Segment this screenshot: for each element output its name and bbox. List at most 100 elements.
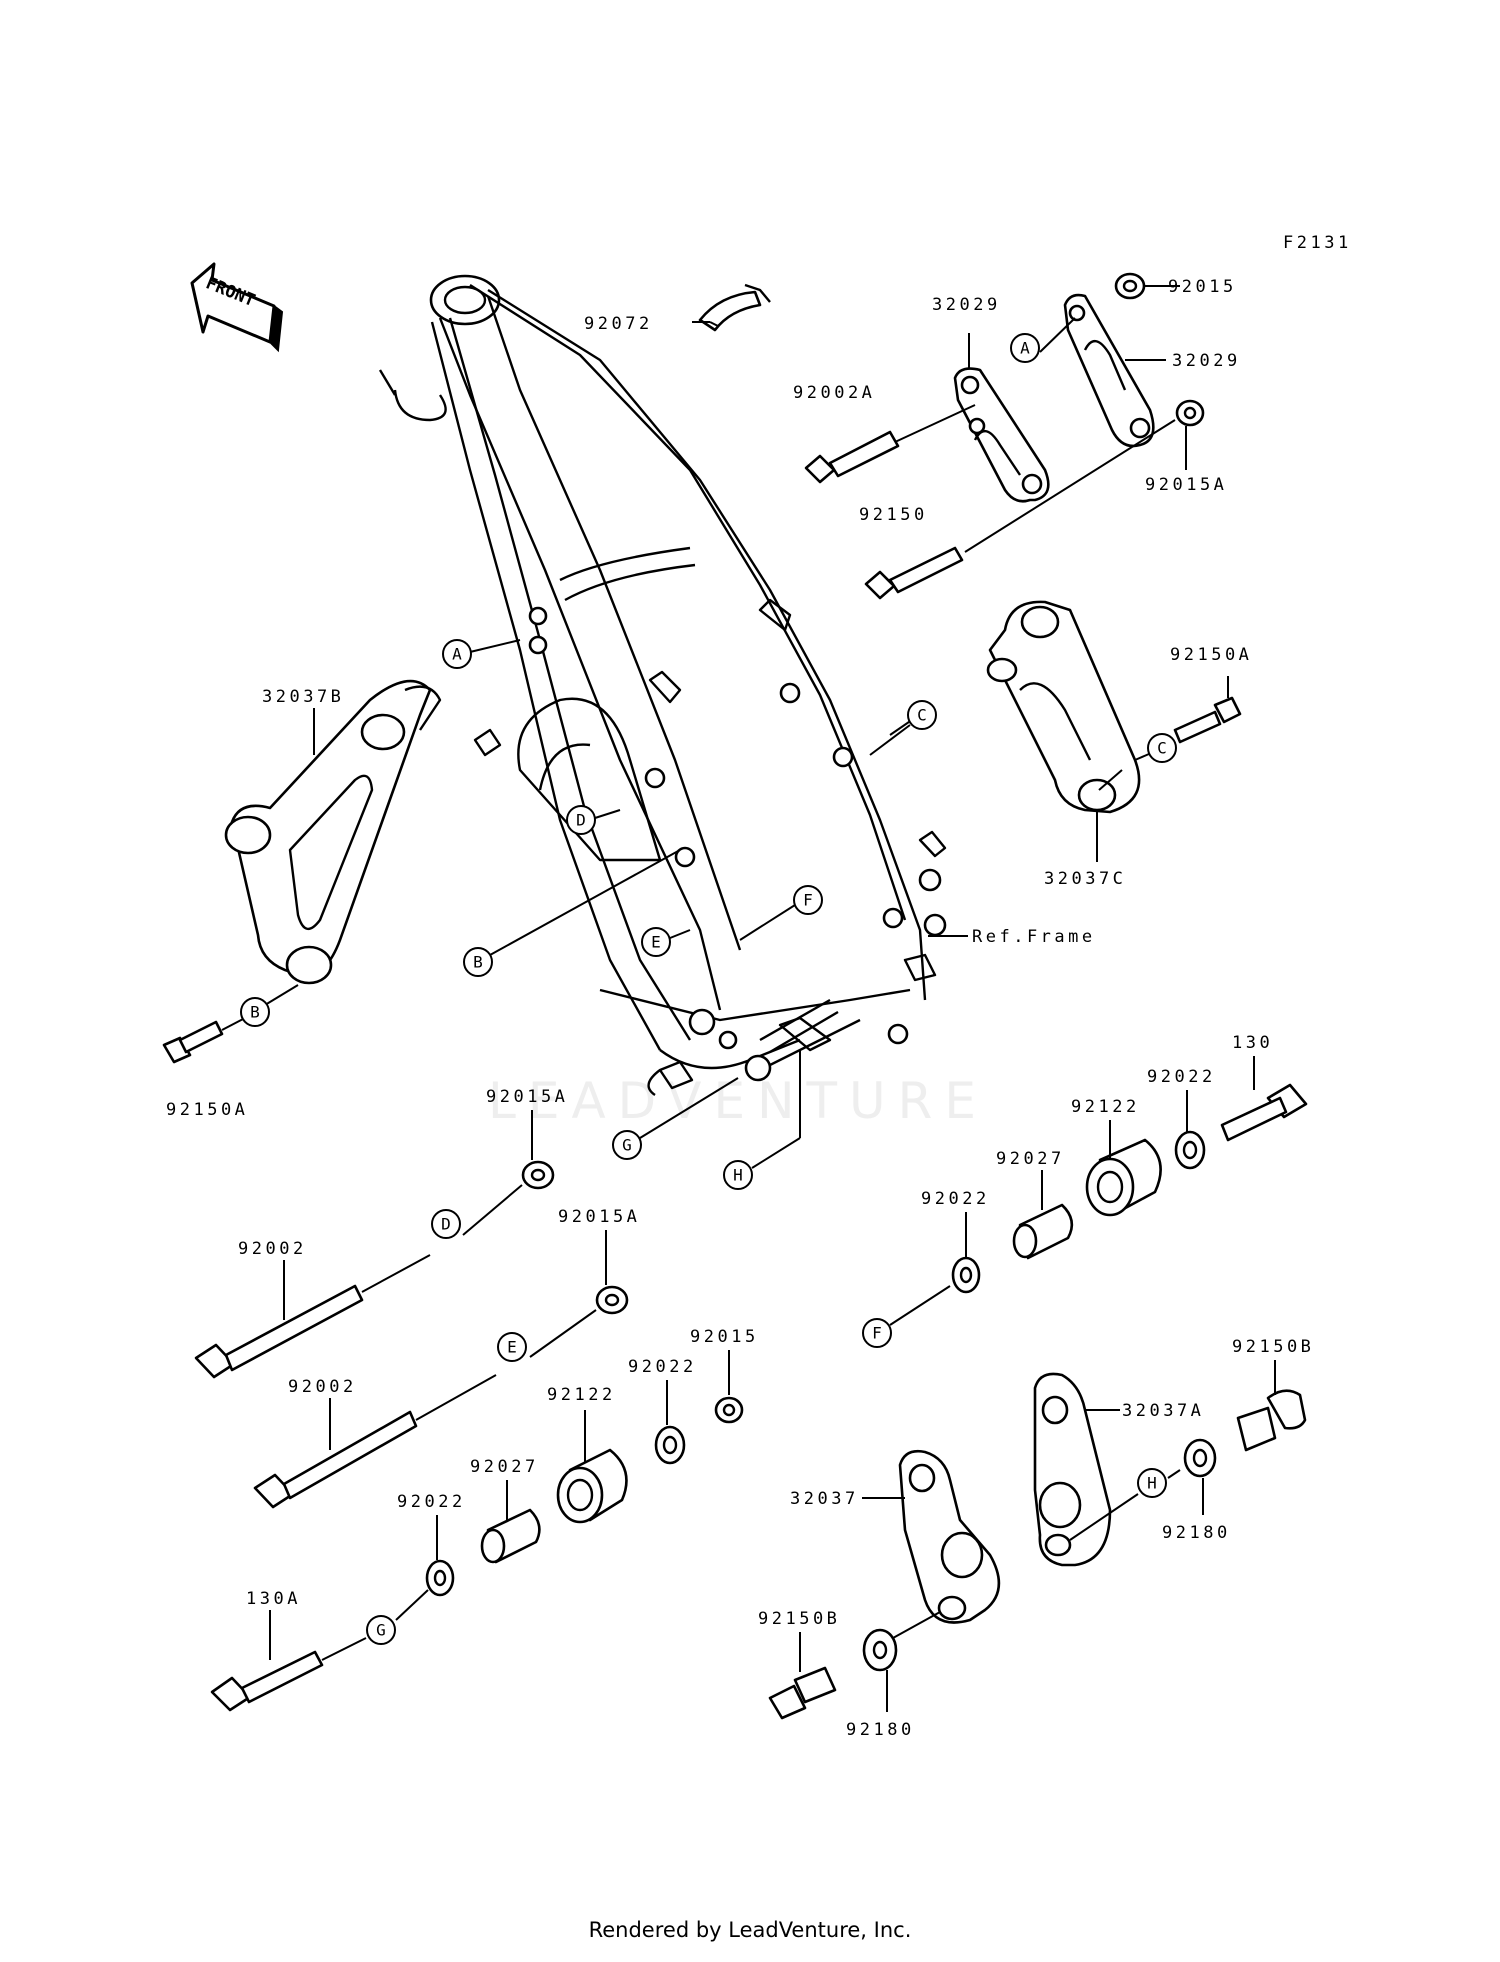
- svg-text:F: F: [872, 1324, 882, 1343]
- label-92022-right: 92022: [1147, 1067, 1216, 1087]
- label-92015-top: 92015: [1168, 277, 1237, 297]
- svg-text:B: B: [250, 1003, 260, 1022]
- label-92015A-top: 92015A: [1145, 475, 1227, 495]
- label-92015A-mid: 92015A: [486, 1087, 568, 1107]
- label-32037B: 32037B: [262, 687, 344, 707]
- bolt-92002-upper: [194, 1284, 364, 1379]
- nut-92015-mid: [714, 1396, 744, 1424]
- bolt-92150A-right: [1173, 696, 1242, 744]
- label-92072: 92072: [584, 314, 653, 334]
- bolt-92002-lower: [253, 1410, 418, 1509]
- bolt-92150B-low: [768, 1666, 837, 1720]
- footer-credit: Rendered by LeadVenture, Inc.: [589, 1918, 912, 1942]
- label-92150B-right: 92150B: [1232, 1337, 1314, 1357]
- washer-92022-mid: [654, 1425, 686, 1465]
- bushing-92122-mid: [556, 1448, 628, 1524]
- nut-92015-top: [1114, 272, 1146, 300]
- svg-text:G: G: [376, 1621, 386, 1640]
- nut-92015A-top: [1175, 399, 1205, 427]
- svg-text:H: H: [733, 1166, 743, 1185]
- bracket-32037B: [224, 679, 442, 985]
- bolt-92150-top: [864, 546, 964, 600]
- label-92180-low: 92180: [846, 1720, 915, 1740]
- collar-92027-mid: [480, 1508, 541, 1564]
- ref-circle-b2: B: [240, 997, 270, 1027]
- washer-92022-right: [1174, 1130, 1206, 1170]
- label-32037: 32037: [790, 1489, 859, 1509]
- ref-circle-g2: G: [366, 1615, 396, 1645]
- svg-text:B: B: [473, 953, 483, 972]
- bolt-92150B-right: [1236, 1389, 1307, 1452]
- bolt-130: [1220, 1083, 1308, 1142]
- ref-circle-h2: H: [1137, 1468, 1167, 1498]
- bracket-32029-right: [1063, 293, 1155, 448]
- ref-circle-d2: D: [431, 1209, 461, 1239]
- label-130: 130: [1232, 1033, 1273, 1053]
- bracket-32029-left: [953, 367, 1050, 503]
- label-92027-right: 92027: [996, 1149, 1065, 1169]
- label-32037C: 32037C: [1044, 869, 1126, 889]
- washer-92022-right-low: [951, 1256, 981, 1294]
- ref-circle-f2: F: [862, 1318, 892, 1348]
- svg-text:A: A: [452, 645, 462, 664]
- svg-text:A: A: [1020, 339, 1030, 358]
- diagram-code: F2131: [1283, 233, 1352, 253]
- label-92015A-lower: 92015A: [558, 1207, 640, 1227]
- ref-circle-c2: C: [1147, 733, 1177, 763]
- label-92150A-right: 92150A: [1170, 645, 1252, 665]
- ref-circle-c1: C: [907, 700, 937, 730]
- bolt-92002A: [804, 430, 900, 484]
- ref-circle-d1: D: [566, 805, 596, 835]
- washer-92022-low: [425, 1559, 455, 1597]
- label-32037A: 32037A: [1122, 1401, 1204, 1421]
- label-92180-right: 92180: [1162, 1523, 1231, 1543]
- svg-text:G: G: [622, 1136, 632, 1155]
- ref-circle-a1: A: [442, 639, 472, 669]
- svg-text:D: D: [576, 811, 586, 830]
- ref-circle-b1: B: [463, 947, 493, 977]
- ref-circle-e1: E: [641, 927, 671, 957]
- label-92022-right-low: 92022: [921, 1189, 990, 1209]
- label-92002-lower: 92002: [288, 1377, 357, 1397]
- label-130A: 130A: [246, 1589, 301, 1609]
- label-92002A: 92002A: [793, 383, 875, 403]
- steering-head: [429, 274, 501, 326]
- frame-drawing: [378, 274, 947, 1096]
- nut-92015A-lower: [595, 1285, 629, 1315]
- label-ref-frame: Ref.Frame: [972, 927, 1096, 947]
- bolt-92150A-left: [162, 1020, 224, 1064]
- front-arrow-icon: FRONT: [190, 262, 284, 353]
- label-92015-mid: 92015: [690, 1327, 759, 1347]
- svg-text:C: C: [917, 706, 927, 725]
- ref-circle-f1: F: [793, 885, 823, 915]
- collar-92027-right: [1012, 1203, 1074, 1260]
- ref-circle-g1: G: [612, 1130, 642, 1160]
- ref-circle-h1: H: [723, 1160, 753, 1190]
- clamp-92072: [692, 283, 771, 332]
- svg-text:H: H: [1147, 1474, 1157, 1493]
- bracket-32037A: [1033, 1372, 1112, 1567]
- label-92027-mid: 92027: [470, 1457, 539, 1477]
- label-92022-low: 92022: [397, 1492, 466, 1512]
- label-92150B-low: 92150B: [758, 1609, 840, 1629]
- svg-text:F: F: [803, 891, 813, 910]
- bracket-32037C: [986, 600, 1141, 814]
- bolt-130A: [210, 1650, 324, 1712]
- svg-text:E: E: [651, 933, 661, 952]
- label-92150A-left: 92150A: [166, 1100, 248, 1120]
- svg-text:E: E: [507, 1338, 517, 1357]
- ref-circle-e2: E: [497, 1332, 527, 1362]
- bushing-92122-right: [1085, 1138, 1162, 1217]
- label-92122-mid: 92122: [547, 1385, 616, 1405]
- label-92022-mid: 92022: [628, 1357, 697, 1377]
- svg-text:D: D: [441, 1215, 451, 1234]
- nut-92015A-mid: [521, 1160, 555, 1190]
- bracket-32037: [898, 1450, 1001, 1624]
- label-32029-left: 32029: [932, 295, 1001, 315]
- label-32029-right: 32029: [1172, 351, 1241, 371]
- ref-circle-a2: A: [1010, 333, 1040, 363]
- label-92002-upper: 92002: [238, 1239, 307, 1259]
- label-92150-top: 92150: [859, 505, 928, 525]
- washer-92180-right: [1183, 1438, 1217, 1478]
